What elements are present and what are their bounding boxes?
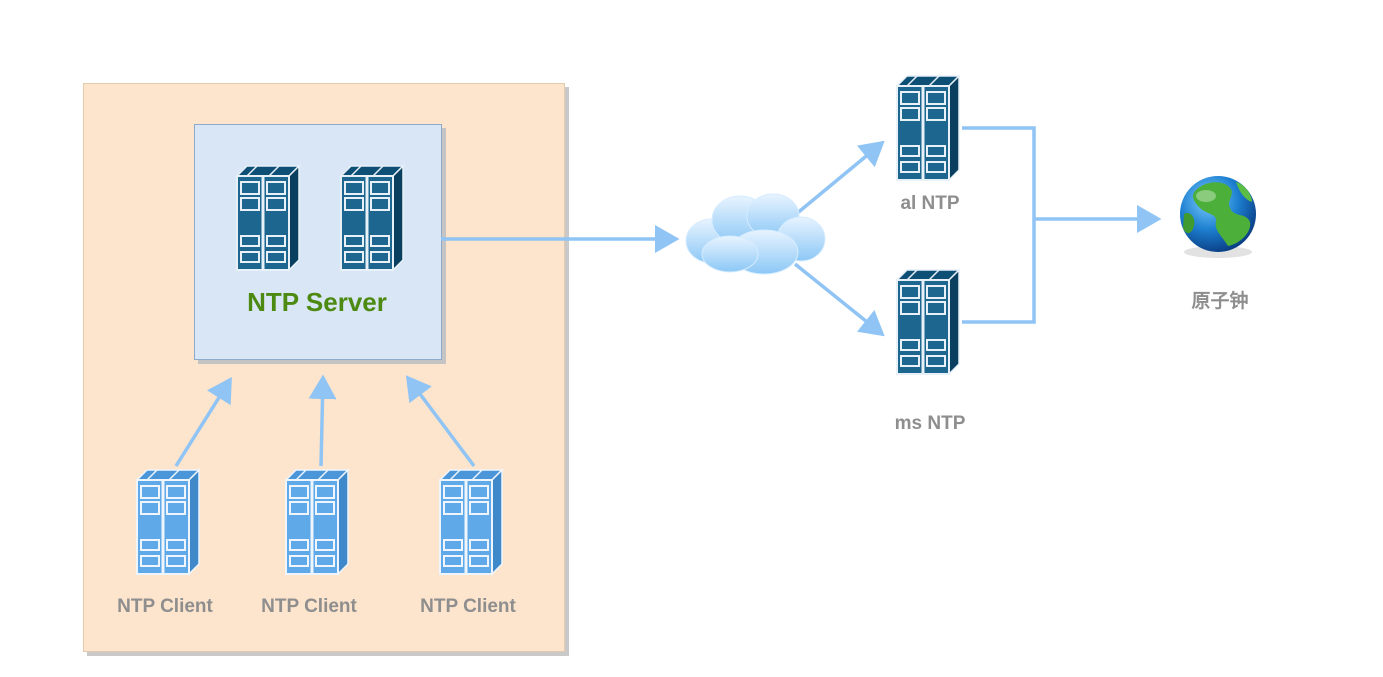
client-1-to-server-arrow xyxy=(174,377,232,467)
ntp-client-icon-3 xyxy=(438,468,504,576)
ntp-server-icon-2 xyxy=(339,164,405,272)
ntp-server-title: NTP Server xyxy=(247,287,387,317)
ntp-client-icon-1 xyxy=(135,468,201,576)
ms-ntp-server-icon xyxy=(895,268,961,376)
cloud-to-al-ntp-arrow xyxy=(793,140,885,217)
client-3-to-server-arrow xyxy=(405,375,476,468)
connectors xyxy=(174,126,1162,468)
ntp-client-label-1: NTP Client xyxy=(117,596,213,617)
ntp-client-label-3: NTP Client xyxy=(420,596,516,617)
ms-ntp-label: ms NTP xyxy=(894,413,966,434)
al-ntp-to-merge-line xyxy=(962,126,1036,324)
cloud-to-ms-ntp-arrow xyxy=(793,262,885,337)
ntp-server-icon-1 xyxy=(235,164,301,272)
al-ntp-label: al NTP xyxy=(900,193,960,214)
globe-icon xyxy=(1180,176,1256,258)
atomic-clock-label: 原子钟 xyxy=(1191,291,1249,312)
al-ntp-server-icon xyxy=(895,74,961,182)
ntp-client-label-2: NTP Client xyxy=(261,596,357,617)
client-2-to-server-arrow xyxy=(308,374,337,467)
ntp-client-icon-2 xyxy=(284,468,350,576)
cloud-icon xyxy=(685,193,826,275)
